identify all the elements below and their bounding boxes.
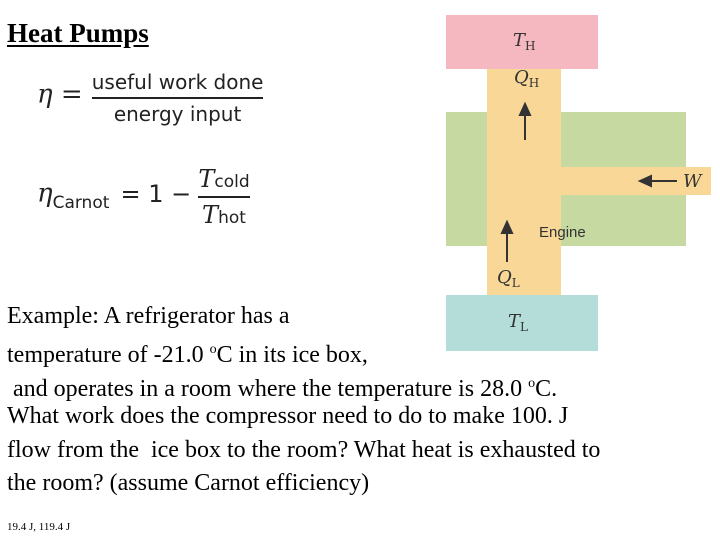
- label-w: W: [683, 171, 703, 192]
- example-line-6: the room? (assume Carnot efficiency): [7, 470, 370, 496]
- label-tl: TL: [508, 311, 528, 334]
- label-qh: QH: [514, 67, 539, 90]
- qh-arrow: [518, 101, 532, 140]
- example-line-5: flow from the ice box to the room? What …: [7, 437, 601, 463]
- example-line-2: temperature of -21.0 oC in its ice box,: [7, 342, 368, 368]
- cold-reservoir: [446, 295, 598, 351]
- label-th: TH: [513, 30, 535, 53]
- carnot-denominator: Thot: [202, 201, 246, 229]
- heat-flow-path: [487, 69, 711, 295]
- carnot-numerator: Tcold: [198, 165, 250, 193]
- carnot-fraction: Tcold Thot: [198, 165, 250, 229]
- carnot-equals-one: = 1 −: [120, 179, 192, 208]
- hot-reservoir: [446, 15, 598, 69]
- page-title: Heat Pumps: [7, 18, 149, 48]
- efficiency-fraction: useful work done energy input: [91, 70, 264, 126]
- carnot-subscript: Carnot: [52, 192, 110, 213]
- carnot-equation: ηCarnot = 1 − Tcold Thot: [37, 165, 250, 229]
- example-line-3: and operates in a room where the tempera…: [7, 376, 558, 402]
- label-ql: QL: [497, 267, 520, 290]
- fraction-bar: [198, 196, 250, 198]
- efficiency-denominator: energy input: [113, 102, 242, 126]
- w-arrow: [637, 174, 677, 188]
- efficiency-lhs: η =: [37, 79, 83, 110]
- example-line-1: Example: A refrigerator has a: [7, 303, 290, 329]
- example-line-4: What work does the compressor need to do…: [7, 403, 569, 429]
- fraction-bar: [91, 97, 264, 99]
- carnot-eta: η: [37, 178, 53, 209]
- ql-arrow: [500, 219, 514, 262]
- efficiency-numerator: useful work done: [91, 70, 264, 94]
- label-engine: Engine: [539, 224, 586, 241]
- answer-footnote: 19.4 J, 119.4 J: [7, 521, 71, 533]
- efficiency-equation: η = useful work done energy input: [37, 70, 264, 126]
